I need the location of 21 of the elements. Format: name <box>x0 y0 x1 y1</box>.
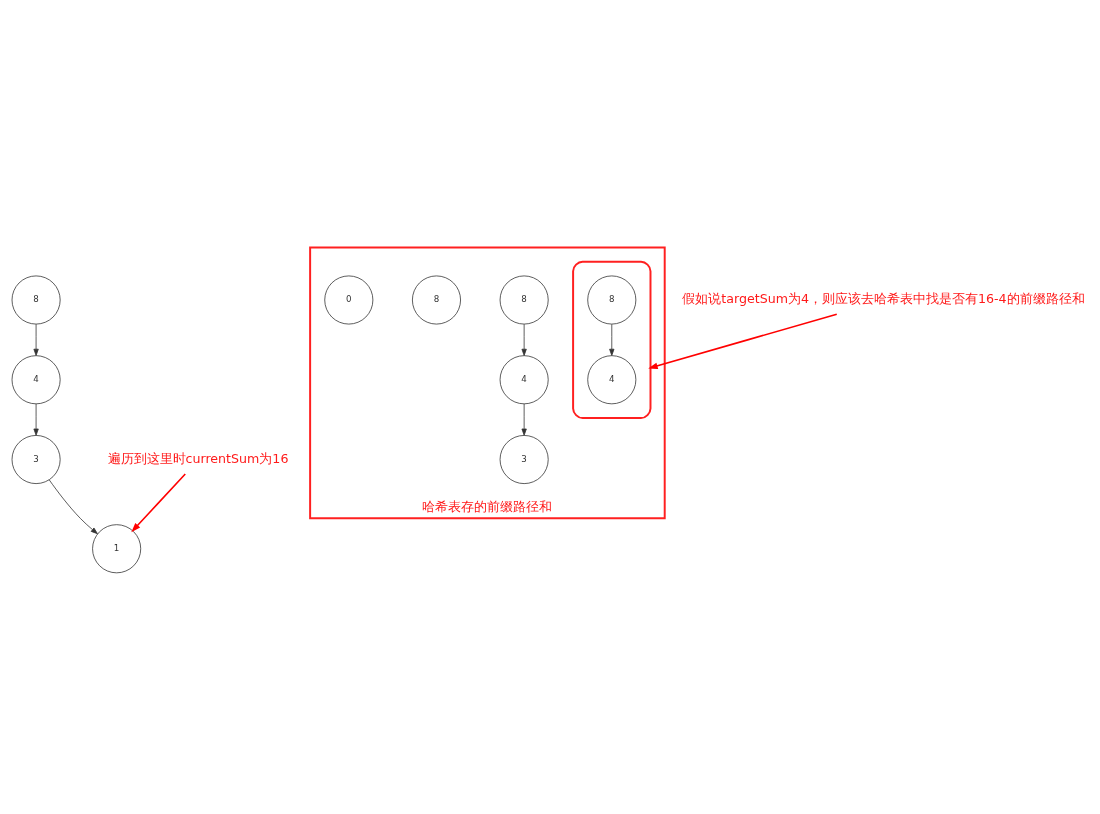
node-circle: 8 <box>11 275 61 325</box>
node-circle: 4 <box>587 355 637 405</box>
node-circle: 0 <box>324 275 374 325</box>
node-circle: 3 <box>499 435 549 484</box>
arrow <box>648 313 838 370</box>
node-circle: 8 <box>499 275 549 325</box>
arrow <box>521 323 527 356</box>
node-circle: 8 <box>587 275 637 325</box>
arrow <box>521 403 527 436</box>
node-circle: 4 <box>11 355 61 405</box>
arrow <box>48 479 98 535</box>
arrow <box>33 403 39 436</box>
node-circle: 8 <box>412 275 461 325</box>
node-circle: 3 <box>11 435 61 484</box>
node-text: 假如说targetSum为4，则应该去哈希表中找是否有16-4的前缀路径和 <box>682 290 1085 306</box>
arrow <box>33 323 39 356</box>
node-text: 遍历到这里时currentSum为16 <box>107 450 289 466</box>
arrow <box>131 473 187 533</box>
cluster <box>572 260 652 420</box>
arrow <box>609 323 615 356</box>
node-circle: 4 <box>499 355 549 405</box>
